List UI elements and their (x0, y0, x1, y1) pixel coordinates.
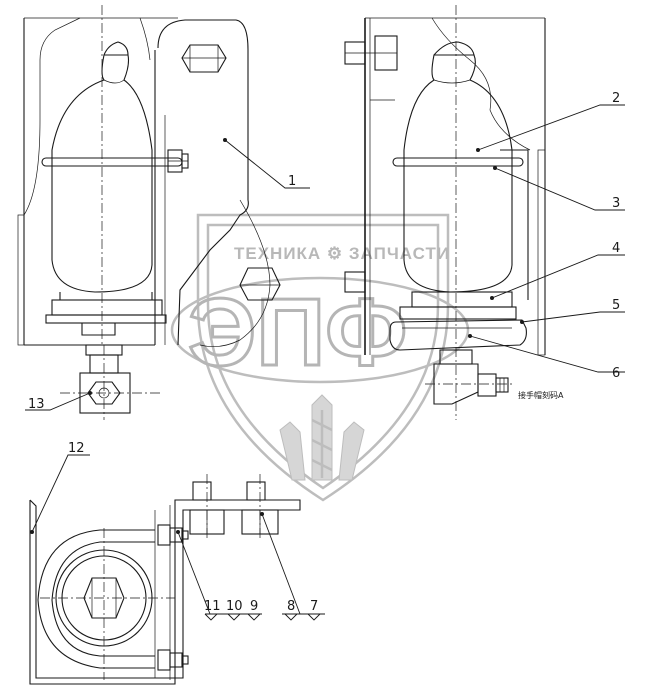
accumulator-left (41, 41, 183, 336)
mounting-bolt-a (189, 474, 225, 540)
callout-3: 3 (612, 196, 620, 211)
callout-10: 10 (226, 599, 243, 614)
watermark-emblem: ЭПФ ТЕХНИКА ⚙ ЗАПЧАСТИ (170, 213, 470, 502)
callout-8: 8 (287, 599, 295, 614)
hex-bolt-top-left (181, 44, 227, 73)
clamp-bolt-lower (157, 649, 189, 671)
callout-2: 2 (612, 91, 620, 106)
callout-5: 5 (612, 298, 620, 313)
clamp-bolt-upper (157, 524, 189, 546)
callout-12: 12 (68, 441, 85, 456)
fitting-note: 接手帽刻码A (518, 390, 564, 400)
callout-6: 6 (612, 366, 620, 381)
bolt-top-right (344, 35, 398, 71)
elbow-fitting-right (425, 349, 515, 405)
bottom-plan-view (29, 474, 301, 685)
wheat-ear-icon (279, 394, 365, 481)
callout-9: 9 (250, 599, 258, 614)
callout-1: 1 (288, 174, 296, 189)
mounting-bolt-b (241, 474, 279, 540)
callout-4: 4 (612, 241, 620, 256)
bolt-nut-left-side (167, 149, 189, 173)
hex-bolt-center (239, 267, 281, 301)
bottom-fitting-left (60, 344, 160, 420)
callout-7: 7 (310, 599, 318, 614)
callout-11: 11 (204, 599, 221, 614)
callout-leaders (25, 104, 625, 621)
callout-labels: 1 2 3 4 5 6 7 8 9 10 11 12 13 (28, 91, 620, 614)
watermark-big-letters: ЭПФ (188, 279, 407, 386)
watermark-brand-line: ТЕХНИКА ⚙ ЗАПЧАСТИ (234, 244, 450, 263)
callout-13: 13 (28, 397, 45, 412)
right-side-view: 接手帽刻码A (344, 5, 564, 420)
accumulator-right (392, 41, 529, 320)
